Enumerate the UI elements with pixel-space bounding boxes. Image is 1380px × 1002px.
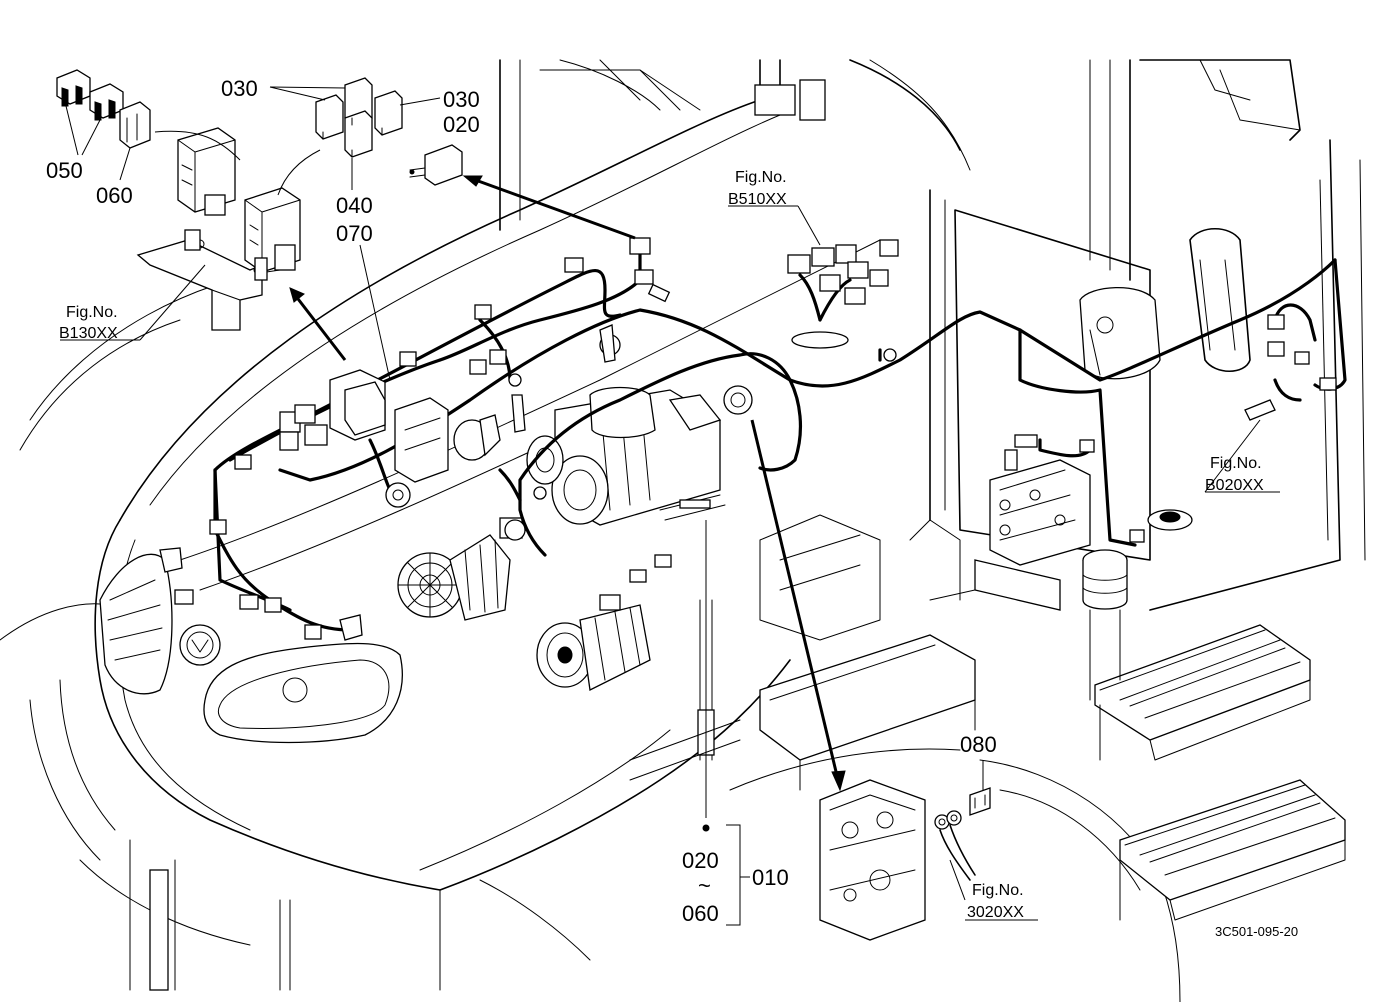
drawing-code: 3C501-095-20	[1215, 924, 1298, 939]
callout-080: 080	[960, 732, 997, 757]
relay-040-070	[177, 127, 301, 273]
starter-motor	[526, 386, 726, 526]
fig-ref-b510-label: Fig.No.	[735, 169, 787, 186]
leader-lines	[60, 86, 1280, 926]
callout-range-to: 060	[682, 901, 719, 926]
bracket-b130	[136, 229, 268, 331]
fuse-060	[119, 101, 151, 149]
hood-relay-cluster	[279, 324, 753, 541]
callout-050: 050	[46, 158, 83, 183]
callout-030-right: 030	[443, 87, 480, 112]
fig-ref-b510-code: B510XX	[728, 191, 787, 208]
callout-010: 010	[752, 865, 789, 890]
callout-labels: 050 060 030 030 020 040 070 080 010 020 …	[46, 76, 997, 926]
bolt-080	[969, 787, 991, 816]
pointer-arrows	[289, 175, 846, 792]
figure-references: Fig.No. B130XX Fig.No. B510XX Fig.No. B0…	[59, 169, 1264, 921]
hydraulic-valve	[974, 459, 1193, 701]
callout-040: 040	[336, 193, 373, 218]
fig-ref-b020-label: Fig.No.	[1210, 455, 1262, 472]
callout-060: 060	[96, 183, 133, 208]
cab-structure	[499, 59, 1366, 611]
harness-connectors	[159, 237, 1337, 641]
access-steps	[1094, 624, 1346, 921]
callout-070: 070	[336, 221, 373, 246]
connector-020	[409, 144, 463, 186]
callout-020: 020	[443, 112, 480, 137]
callout-range-from: 020	[682, 848, 719, 873]
relays-030-040	[315, 77, 403, 158]
ac-compressor	[536, 594, 651, 691]
fig-ref-b020-code: B020XX	[1205, 477, 1264, 494]
fuses-050	[56, 69, 124, 121]
callout-030-left: 030	[221, 76, 258, 101]
engine-block	[629, 514, 1061, 791]
alternator	[397, 517, 527, 621]
fig-ref-b130-code: B130XX	[59, 325, 118, 342]
callout-range-tilde: ~	[698, 873, 711, 898]
tractor-body-outline	[0, 99, 1181, 1002]
fig-ref-3020-code: 3020XX	[967, 904, 1024, 921]
fig-ref-b130-label: Fig.No.	[66, 304, 118, 321]
front-grille-and-headlight	[99, 553, 403, 744]
fig-ref-3020-label: Fig.No.	[972, 882, 1024, 899]
ground-cable-assembly	[819, 779, 976, 941]
